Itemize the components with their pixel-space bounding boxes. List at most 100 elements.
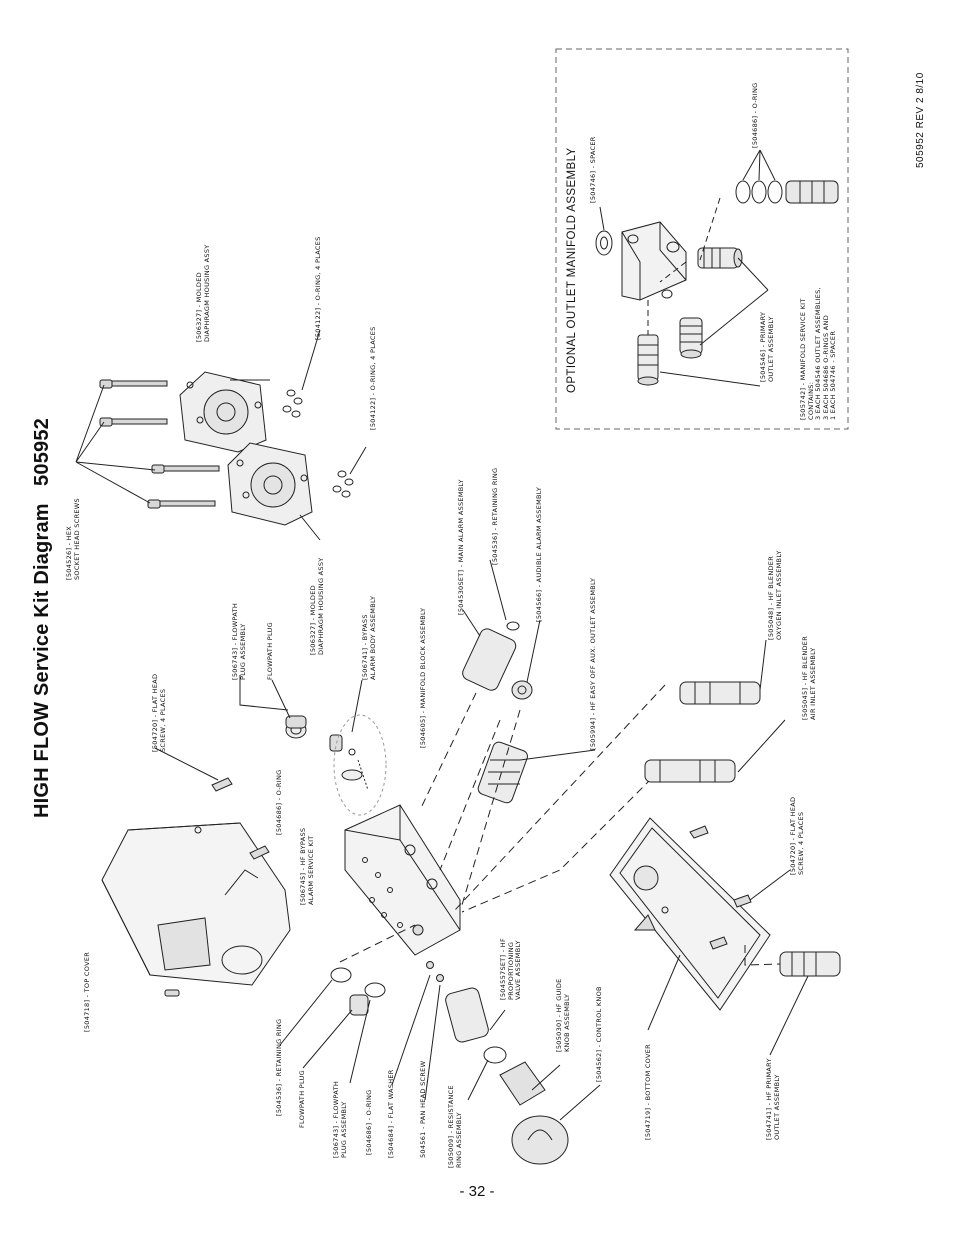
- callout-line: OUTLET ASSEMBLY: [772, 1074, 781, 1140]
- callout-line: [504562] - CONTROL KNOB: [595, 986, 603, 1082]
- callout-line: PLUG ASSEMBLY: [238, 623, 247, 680]
- flat-head-screws-top: [211, 777, 270, 860]
- callout-retaining-ring-upper: [504536] - RETAINING RING: [491, 467, 500, 565]
- callout-line: ALARM BODY ASSEMBLY: [368, 595, 377, 680]
- callout-audible-alarm: [504566] - AUDIBLE ALARM ASSEMBLY: [535, 486, 544, 622]
- bottom-cover-drawing: [609, 817, 771, 1011]
- callout-line: RING ASSEMBLY: [454, 1112, 463, 1168]
- revision-label: 505952 REV 2 8/10: [915, 72, 926, 168]
- callout-line: [504566] - AUDIBLE ALARM ASSEMBLY: [535, 486, 543, 622]
- flat-head-screws-bottom: [689, 825, 752, 950]
- callout-main-alarm: [504530SET] - MAIN ALARM ASSEMBLY: [457, 479, 466, 615]
- callout-flat-washer: [504684] - FLAT WASHER: [387, 1069, 396, 1158]
- callout-line: FLOWPATH PLUG: [266, 622, 274, 680]
- title-part-number: 505952: [31, 418, 53, 486]
- callout-top-cover: [504718] - TOP COVER: [83, 951, 92, 1032]
- top-cover-drawing: [101, 822, 291, 997]
- callout-line: AIR INLET ASSEMBLY: [808, 647, 817, 721]
- callout-line: [504605] - MANIFOLD BLOCK ASSEMBLY: [419, 607, 427, 748]
- flowpath-plug-upper-drawing: [285, 715, 307, 739]
- callout-line: ALARM SERVICE KIT: [306, 835, 315, 905]
- callout-line: 1 EACH 504746 - SPACER: [829, 330, 837, 420]
- callout-flowpath-plug-upper: FLOWPATH PLUG: [266, 622, 275, 680]
- outlet-assembly-3: [637, 334, 659, 386]
- callout-line: [504686] - O-RING: [365, 1089, 373, 1155]
- callout-line: [504719] - BOTTOM COVER: [644, 1044, 652, 1140]
- callout-line: [504686] - O-RING: [751, 82, 759, 148]
- callout-line: PLUG ASSEMBLY: [339, 1101, 348, 1158]
- callout-opt-spacer: [504746] - SPACER: [589, 136, 598, 203]
- callout-pan-head-screw: 504561 - PAN HEAD SCREW: [419, 1060, 428, 1158]
- main-alarm-drawing: [462, 621, 533, 700]
- callout-line: 504561 - PAN HEAD SCREW: [419, 1060, 427, 1158]
- callout-flowpath-plug-lower: FLOWPATH PLUG: [298, 1070, 307, 1128]
- callout-bottom-cover: [504719] - BOTTOM COVER: [644, 1044, 653, 1140]
- page-number: - 32 -: [459, 1183, 495, 1200]
- lower-parts-drawing: [330, 961, 569, 1165]
- title-text: HIGH FLOW Service Kit Diagram: [31, 503, 53, 818]
- callout-line: SOCKET HEAD SCREWS: [72, 498, 81, 580]
- diaphragm-housing-lower: [227, 442, 313, 526]
- callout-opt-o-ring: [504686] - O-RING: [751, 82, 760, 148]
- callout-line: KNOB ASSEMBLY: [562, 993, 571, 1052]
- callout-line: [504686] - O-RING: [275, 769, 283, 835]
- optional-manifold-group: [595, 149, 839, 387]
- page-title: HIGH FLOW Service Kit Diagram 505952: [31, 418, 54, 818]
- callout-line: DIAPHRAGM HOUSING ASSY: [202, 244, 211, 342]
- primary-outlet-drawing: [779, 951, 841, 977]
- small-o-rings: [282, 389, 354, 498]
- callout-line: [504530SET] - MAIN ALARM ASSEMBLY: [457, 479, 465, 615]
- callout-line: OXYGEN INLET ASSEMBLY: [774, 550, 783, 640]
- outlet-assembly-2: [679, 317, 703, 359]
- callout-line: DIAPHRAGM HOUSING ASSY: [316, 557, 325, 655]
- callout-line: [504536] - RETAINING RING: [275, 1018, 283, 1116]
- callout-line: [505994] - HF EASY OFF AUX. OUTLET ASSEM…: [589, 577, 597, 750]
- callout-line: VALVE ASSEMBLY: [514, 940, 522, 1000]
- oxygen-inlet-drawing: [679, 681, 761, 705]
- callout-line: [504746] - SPACER: [589, 136, 597, 203]
- callout-line: SCREW, 4 PLACES: [158, 688, 167, 752]
- callout-line: [504536] - RETAINING RING: [491, 467, 499, 565]
- hex-screws: [99, 379, 220, 509]
- optional-box-border: [555, 48, 849, 430]
- bypass-alarm-drawing: [329, 714, 387, 816]
- callout-line: OUTLET ASSEMBLY: [766, 316, 775, 382]
- callout-line: [504122] - O-RING, 4 PLACES: [369, 326, 377, 430]
- callout-line: SCREW, 4 PLACES: [796, 811, 805, 875]
- callout-line: FLOWPATH PLUG: [298, 1070, 306, 1128]
- outlet-assembly-1: [697, 247, 743, 269]
- diaphragm-housing-upper: [179, 371, 267, 453]
- callout-manifold-block: [504605] - MANIFOLD BLOCK ASSEMBLY: [419, 607, 428, 748]
- callout-o-ring-lower-plug: [504686] - O-RING: [365, 1089, 374, 1155]
- callout-control-knob: [504562] - CONTROL KNOB: [595, 986, 604, 1082]
- callout-line: [504718] - TOP COVER: [83, 951, 91, 1032]
- callout-aux-outlet: [505994] - HF EASY OFF AUX. OUTLET ASSEM…: [589, 577, 598, 750]
- callout-line: [504122] - O-RING, 4 PLACES: [314, 236, 322, 340]
- callout-line: [504684] - FLAT WASHER: [387, 1069, 395, 1158]
- aux-outlet-drawing: [477, 741, 528, 804]
- optional-box-title: OPTIONAL OUTLET MANIFOLD ASSEMBLY: [566, 147, 578, 393]
- manifold-block-drawing: [344, 804, 461, 956]
- callout-retaining-ring-lower: [504536] - RETAINING RING: [275, 1018, 284, 1116]
- callout-o-ring-lower: [504122] - O-RING, 4 PLACES: [369, 326, 378, 430]
- air-inlet-drawing: [644, 759, 736, 783]
- callout-o-ring-bypass: [504686] - O-RING: [275, 769, 284, 835]
